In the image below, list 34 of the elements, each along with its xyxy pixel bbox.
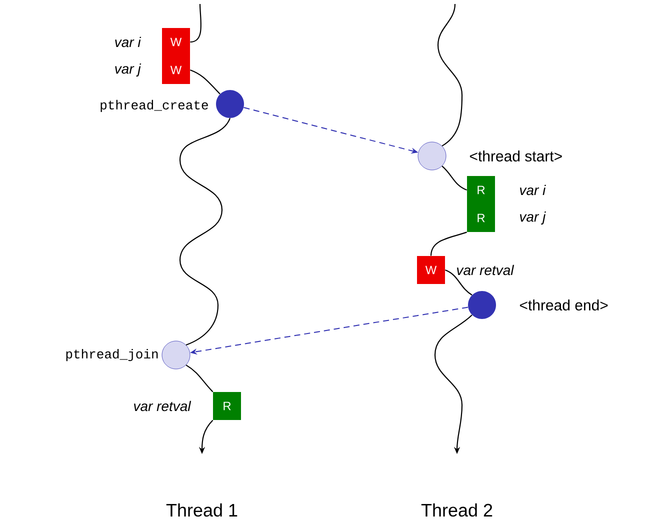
event-circle (162, 340, 190, 370)
node-label: R (478, 214, 485, 222)
thread-line (190, 69, 220, 94)
variable-label: var j (115, 63, 142, 77)
read-box: R (467, 204, 495, 232)
thread-line (430, 232, 467, 256)
variable-label: var i (520, 184, 546, 196)
thread-title: Thread 1 (166, 503, 238, 517)
variable-label: var j (520, 211, 546, 225)
read-box: R (213, 392, 241, 420)
thread-line (444, 270, 472, 296)
thread-title: Thread 2 (421, 503, 492, 517)
thread-line (442, 166, 468, 190)
node-label: W (170, 66, 182, 74)
node-label: W (170, 38, 182, 46)
function-label: pthread_join (66, 348, 158, 362)
write-box: W (417, 256, 445, 284)
event-label: <thread start> (470, 150, 562, 162)
read-box: R (467, 176, 495, 204)
thread-line (437, 4, 463, 146)
variable-label: var i (115, 36, 142, 48)
event-circle (216, 90, 244, 118)
write-box: W (162, 28, 190, 56)
write-box: W (162, 56, 190, 84)
thread-line (179, 118, 230, 346)
event-circle (468, 291, 496, 319)
thread-line (190, 4, 202, 43)
event-label: <thread end> (520, 300, 608, 310)
event-circle (418, 142, 446, 170)
thread-line (186, 364, 214, 392)
variable-label: var retval (456, 264, 514, 276)
node-label: R (478, 186, 485, 194)
variable-label: var retval (134, 400, 192, 412)
function-label: pthread_create (100, 100, 208, 112)
